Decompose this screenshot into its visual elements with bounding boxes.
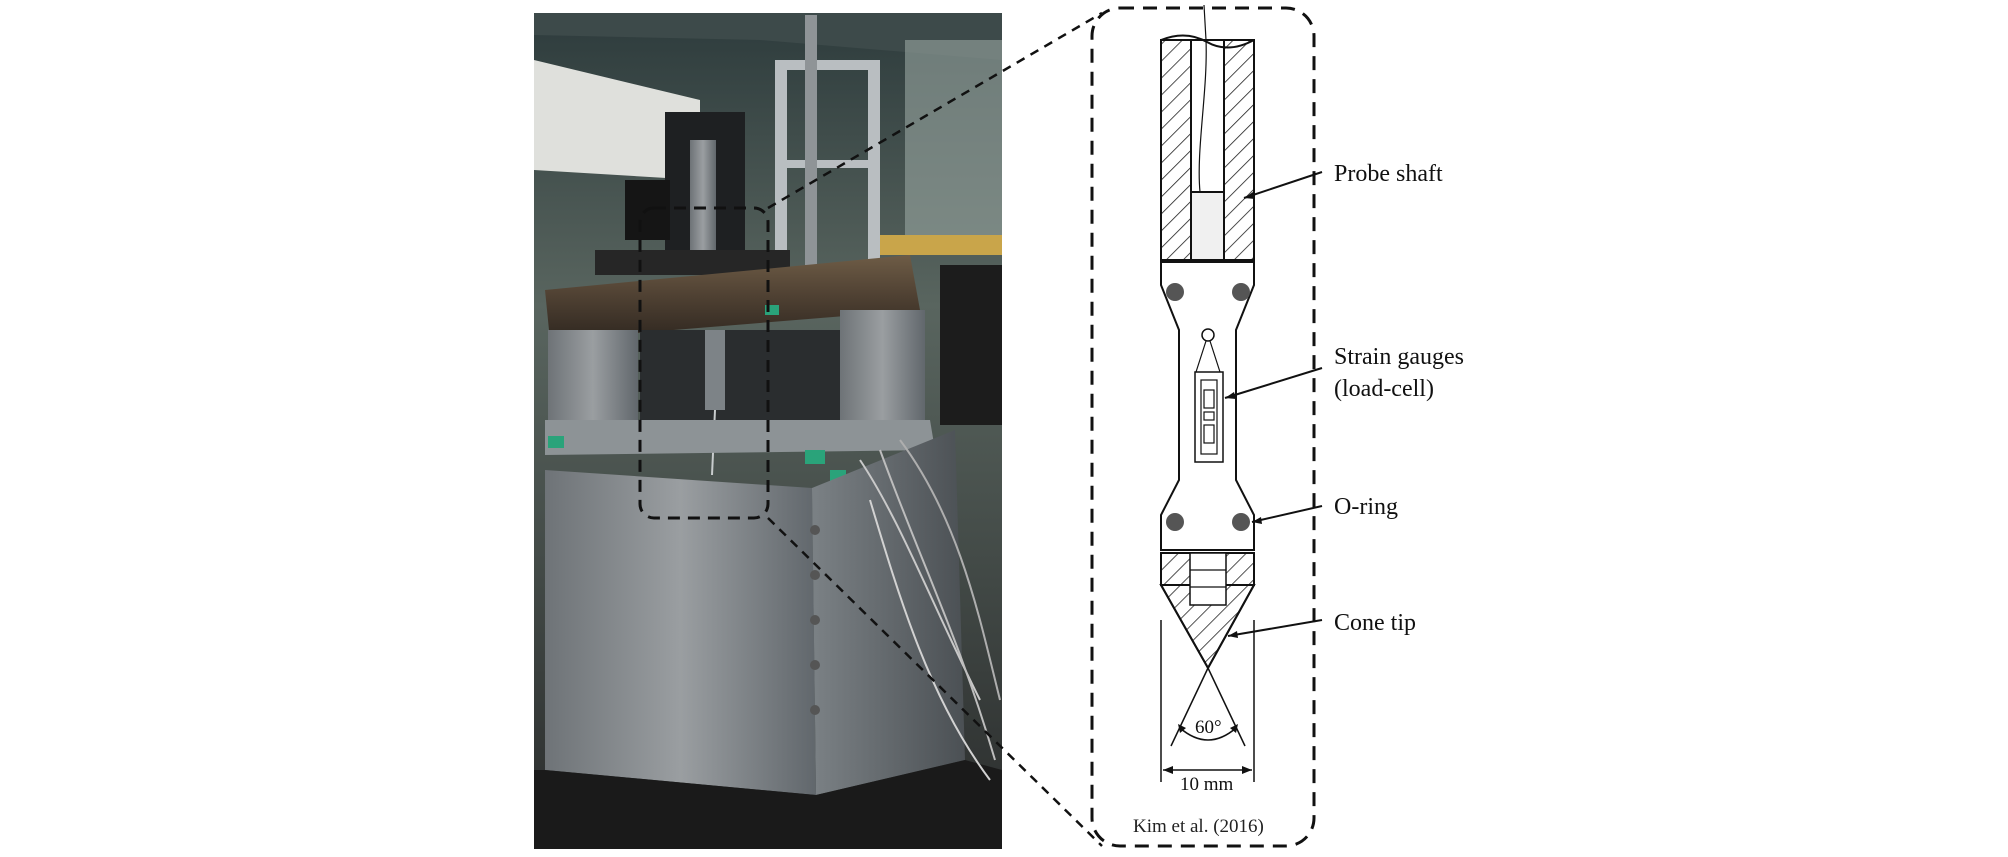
zoom-line-top [767,11,1103,210]
label-cone-tip: Cone tip [1334,610,1416,636]
oring-top-right [1232,283,1250,301]
label-load-cell: (load-cell) [1334,376,1434,402]
oring-bottom-left [1166,513,1184,531]
probe-shaft-core [1190,191,1225,261]
zoom-line-bottom [767,517,1103,847]
angle-arc [1179,727,1237,741]
label-probe-shaft: Probe shaft [1334,161,1443,187]
oring-top-left [1166,283,1184,301]
angle-value: 60° [1195,717,1222,738]
apparatus-photo [534,13,1002,849]
probe-diagram [1159,4,1256,782]
label-strain-gauges: Strain gauges [1334,344,1464,370]
oring-bottom-right [1232,513,1250,531]
label-o-ring: O-ring [1334,494,1398,520]
leader-lines [1224,171,1323,638]
photo-highlight-box [638,206,770,520]
diagram-enclosure [1090,6,1316,848]
width-value: 10 mm [1180,774,1234,795]
citation: Kim et al. (2016) [1133,816,1264,837]
